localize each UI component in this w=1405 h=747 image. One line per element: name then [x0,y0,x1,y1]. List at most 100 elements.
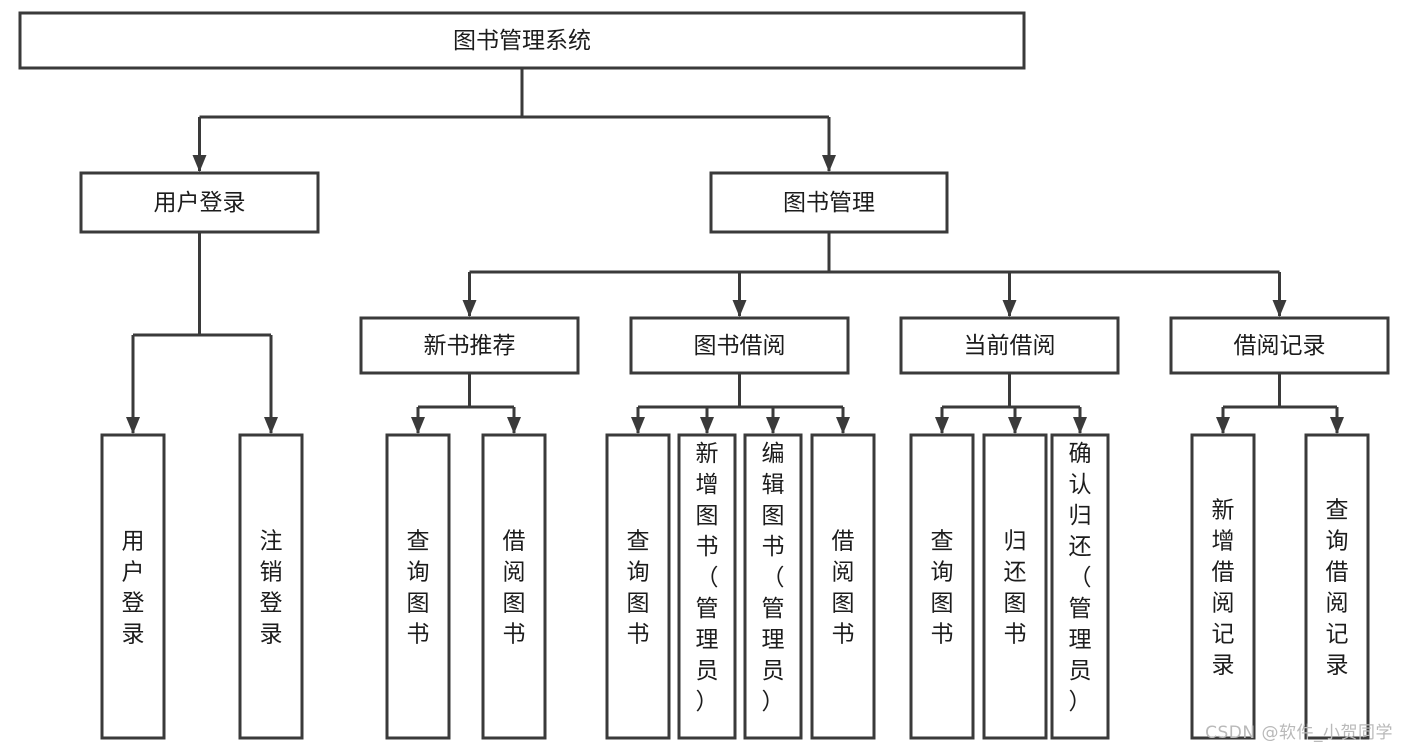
arrow-head-icon [1330,417,1344,434]
node-leaf-add-record-label-char: 新 [1212,498,1235,524]
node-book-manage-label: 图书管理 [783,190,875,216]
node-leaf-confirm-return-label-char: 员 [1069,658,1092,684]
node-borrow-record[interactable]: 借阅记录 [1169,316,1390,375]
arrow-head-icon [264,417,278,434]
node-leaf-add-book-label-char: 书 [696,534,719,560]
node-leaf-borrow-book-2-box [810,433,876,740]
arrow-head-icon [507,417,521,434]
node-leaf-query-book-2-label-char: 询 [627,560,650,586]
node-leaf-add-book-box [677,433,737,740]
node-root-box [18,11,1026,70]
node-root-label: 图书管理系统 [453,28,591,54]
node-leaf-confirm-return-box [1050,433,1110,740]
node-leaf-confirm-return-label-char: （ [1069,565,1092,591]
node-current-borrow-label: 当前借阅 [964,333,1056,359]
node-leaf-return-book-label-char: 归 [1004,529,1027,555]
node-leaf-query-record-label-char: 询 [1326,529,1349,555]
node-leaf-query-book-3-box [909,433,975,740]
node-leaf-borrow-book-2-label-char: 图 [832,591,855,617]
node-leaf-return-book-box [982,433,1048,740]
node-leaf-edit-book-label-char: 理 [762,627,785,653]
node-leaf-return-book-label-char: 还 [1004,560,1027,586]
node-leaf-edit-book-box [743,433,803,740]
node-leaf-confirm-return-label-char: 认 [1069,472,1092,498]
node-current-borrow-box [899,316,1120,375]
node-leaf-add-book-label-char: 增 [696,472,719,498]
node-leaf-query-record-box [1304,433,1370,740]
node-book-manage-box [709,171,949,234]
arrow-head-icon [732,300,747,317]
node-leaf-query-record-label-char: 记 [1326,622,1349,648]
node-leaf-borrow-book-1-label-char: 书 [503,622,526,648]
node-leaf-query-book-1-box [385,433,451,740]
node-leaf-add-book-label-char: 管 [696,596,719,622]
arrow-head-icon [1008,417,1022,434]
node-leaf-borrow-book-1-label-char: 阅 [503,560,526,586]
arrow-head-icon [1216,417,1230,434]
node-leaf-add-book-label-char: 新 [696,441,719,467]
node-leaf-confirm-return-label-char: ） [1069,689,1092,715]
node-user-login[interactable]: 用户登录 [79,171,320,234]
node-leaf-add-record-label-char: 记 [1212,622,1235,648]
arrow-head-icon [411,417,425,434]
node-borrow-record-label: 借阅记录 [1234,333,1326,359]
arrow-head-icon [766,417,780,434]
node-leaf-return-book-label-char: 图 [1004,591,1027,617]
node-leaf-query-book-1-label-char: 查 [407,529,430,555]
node-user-login-box [79,171,320,234]
node-leaf-query-record-label-char: 录 [1326,653,1349,679]
node-leaf-query-record-label-char: 阅 [1326,591,1349,617]
node-book-borrow[interactable]: 图书借阅 [629,316,850,375]
node-leaf-add-record-label-char: 增 [1212,529,1235,555]
arrow-head-icon [935,417,949,434]
node-leaf-user-login[interactable]: 用户登录 [100,433,166,740]
node-leaf-query-book-3-label-char: 询 [931,560,954,586]
node-leaf-borrow-book-2-label-char: 借 [832,529,855,555]
node-new-book-recommend[interactable]: 新书推荐 [359,316,580,375]
node-leaf-edit-book-label-char: 编 [762,441,785,467]
node-leaf-add-record-label-char: 阅 [1212,591,1235,617]
node-leaf-add-book-label-char: 理 [696,627,719,653]
node-current-borrow[interactable]: 当前借阅 [899,316,1120,375]
node-new-book-recommend-label: 新书推荐 [424,333,516,359]
arrow-head-icon [836,417,850,434]
node-user-login-label: 用户登录 [154,190,246,216]
node-leaf-add-record-label-char: 借 [1212,560,1235,586]
node-leaf-borrow-book-1-label-char: 借 [503,529,526,555]
connector-layer [126,68,1344,434]
node-leaf-edit-book-label-char: （ [762,565,785,591]
node-layer: 图书管理系统用户登录图书管理新书推荐图书借阅当前借阅借阅记录用户登录注销登录查询… [18,11,1390,740]
node-leaf-edit-book-label-char: 图 [762,503,785,529]
node-leaf-add-book-label-char: 图 [696,503,719,529]
arrow-head-icon [700,417,714,434]
node-leaf-query-book-2-label-char: 书 [627,622,650,648]
csdn-watermark: CSDN @软件_小贺同学 [1205,723,1393,743]
node-leaf-confirm-return-label-char: 管 [1069,596,1092,622]
node-leaf-query-book-2-box [605,433,671,740]
node-book-manage[interactable]: 图书管理 [709,171,949,234]
arrow-head-icon [1002,300,1017,317]
node-leaf-borrow-book-2-label-char: 阅 [832,560,855,586]
node-leaf-add-book-label-char: （ [696,565,719,591]
node-leaf-query-book-1-label-char: 书 [407,622,430,648]
node-leaf-add-record-label-char: 录 [1212,653,1235,679]
node-book-borrow-label: 图书借阅 [694,333,786,359]
node-leaf-query-book-1-label-char: 图 [407,591,430,617]
node-leaf-borrow-book-2-label-char: 书 [832,622,855,648]
node-root[interactable]: 图书管理系统 [18,11,1026,70]
node-leaf-add-book-label-char: ） [696,689,719,715]
node-leaf-edit-book-label-char: 员 [762,658,785,684]
